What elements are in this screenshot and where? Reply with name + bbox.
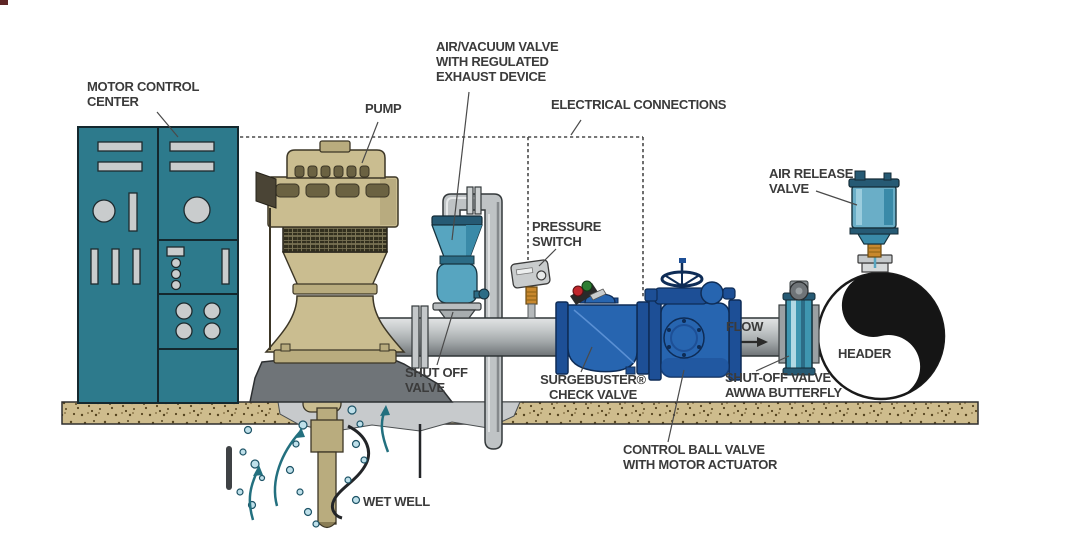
green-indicator (581, 280, 593, 292)
pump-assembly (249, 140, 454, 403)
label-air-release-valve: AIR RELEASE VALVE (769, 166, 854, 196)
pressure-switch-device (510, 259, 551, 319)
surgebuster-check-valve-device (555, 280, 650, 375)
label-electrical-connections: ELECTRICAL CONNECTIONS (551, 97, 727, 112)
gear-operator (789, 280, 809, 301)
label-control-ball-valve: CONTROL BALL VALVE WITH MOTOR ACTUATOR (623, 442, 778, 472)
red-indicator (572, 285, 584, 297)
label-pump: PUMP (365, 101, 402, 116)
motor-cap (319, 140, 351, 153)
arrowheads (253, 405, 390, 476)
butterfly-valve-device (778, 280, 820, 376)
label-wet-well: WET WELL (363, 494, 430, 509)
label-shut-off-valve-awwa-butterfly: SHUT-OFF VALVE AWWA BUTTERFLY (725, 370, 842, 400)
pump-pedestal (264, 295, 406, 353)
electrical-dashed-lines (240, 136, 644, 298)
junction-box (255, 171, 277, 209)
label-air-vacuum-valve: AIR/VACUUM VALVE WITH REGULATED EXHAUST … (436, 39, 559, 84)
discharge-head (281, 251, 389, 289)
control-ball-valve-device (644, 258, 742, 381)
ground (61, 401, 979, 425)
leader-lines (156, 91, 858, 443)
label-flow: FLOW (726, 319, 764, 334)
disc-bolts (667, 319, 701, 357)
well-wall-left (226, 446, 232, 490)
motor-control-center-cabinet (77, 126, 239, 404)
label-motor-control-center: MOTOR CONTROL CENTER (87, 79, 200, 109)
label-header: HEADER (838, 346, 892, 361)
motor-actuator (644, 258, 736, 305)
label-pressure-switch: PRESSURE SWITCH (532, 219, 602, 249)
air-vacuum-valve-device (431, 215, 490, 319)
air-release-valve-device (848, 170, 900, 273)
motor-ball (700, 281, 724, 305)
label-surgebuster-check-valve: SURGEBUSTER® CHECK VALVE (540, 372, 646, 402)
side-handwheel (478, 288, 490, 300)
position-indicator (570, 280, 607, 305)
scan-artifact (0, 0, 8, 5)
top-vent-slots (294, 165, 370, 178)
shut-off-valve-flange (432, 302, 482, 311)
wet-well (226, 389, 521, 529)
motor-screen (282, 226, 388, 253)
pipe-flange (411, 305, 420, 369)
label-shut-off-valve: SHUT OFF VALVE (405, 365, 468, 395)
elbow-flange (466, 186, 474, 215)
drain-pipe (442, 186, 503, 450)
header-pipe-section (816, 271, 946, 401)
panel-controls (90, 141, 230, 340)
water-swirl (330, 424, 371, 520)
motor-louvers (275, 183, 390, 198)
body-disc (663, 317, 705, 359)
brass-fitting (867, 243, 882, 258)
column-coupling (310, 419, 344, 453)
